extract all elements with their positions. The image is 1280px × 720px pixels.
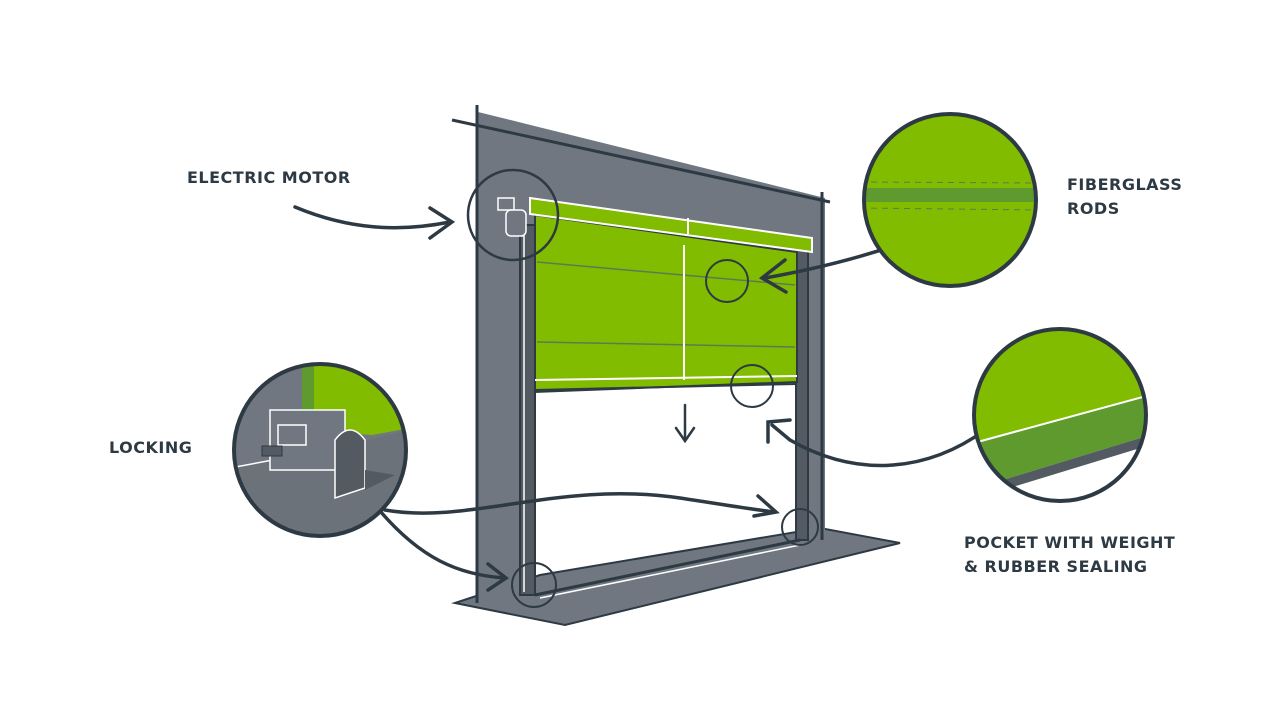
label-electric-motor: ELECTRIC MOTOR [187,168,351,187]
roller-tube [529,196,813,254]
label-fiberglass-rods-line2: RODS [1067,199,1120,218]
lock-callout-circle-left [511,562,557,608]
frame-edge-top [451,118,831,204]
pocket-callout-circle [730,364,774,408]
lock-callout-circle-right [781,508,819,546]
fiberglass-rods-detail [862,112,1038,288]
label-pocket: POCKET WITH WEIGHT & RUBBER SEALING [964,531,1175,579]
rods-callout-circle [705,259,749,303]
fabric-curtain [534,213,798,394]
pocket-detail [972,327,1148,503]
down-arrow-icon [674,403,696,444]
label-fiberglass-rods: FIBERGLASS RODS [1067,173,1182,221]
label-pocket-line1: POCKET WITH WEIGHT [964,533,1176,552]
label-pocket-line2: & RUBBER SEALING [964,557,1148,576]
lock-arrow-left [373,503,507,580]
motor-callout-circle [466,168,560,262]
label-locking: LOCKING [109,438,193,457]
pocket-arrow [770,423,987,468]
motor-icon [497,197,527,237]
lock-arrow-right [383,491,777,515]
left-guide-rail [519,224,536,596]
motor-arrow [293,205,452,230]
label-fiberglass-rods-line1: FIBERGLASS [1067,175,1183,194]
